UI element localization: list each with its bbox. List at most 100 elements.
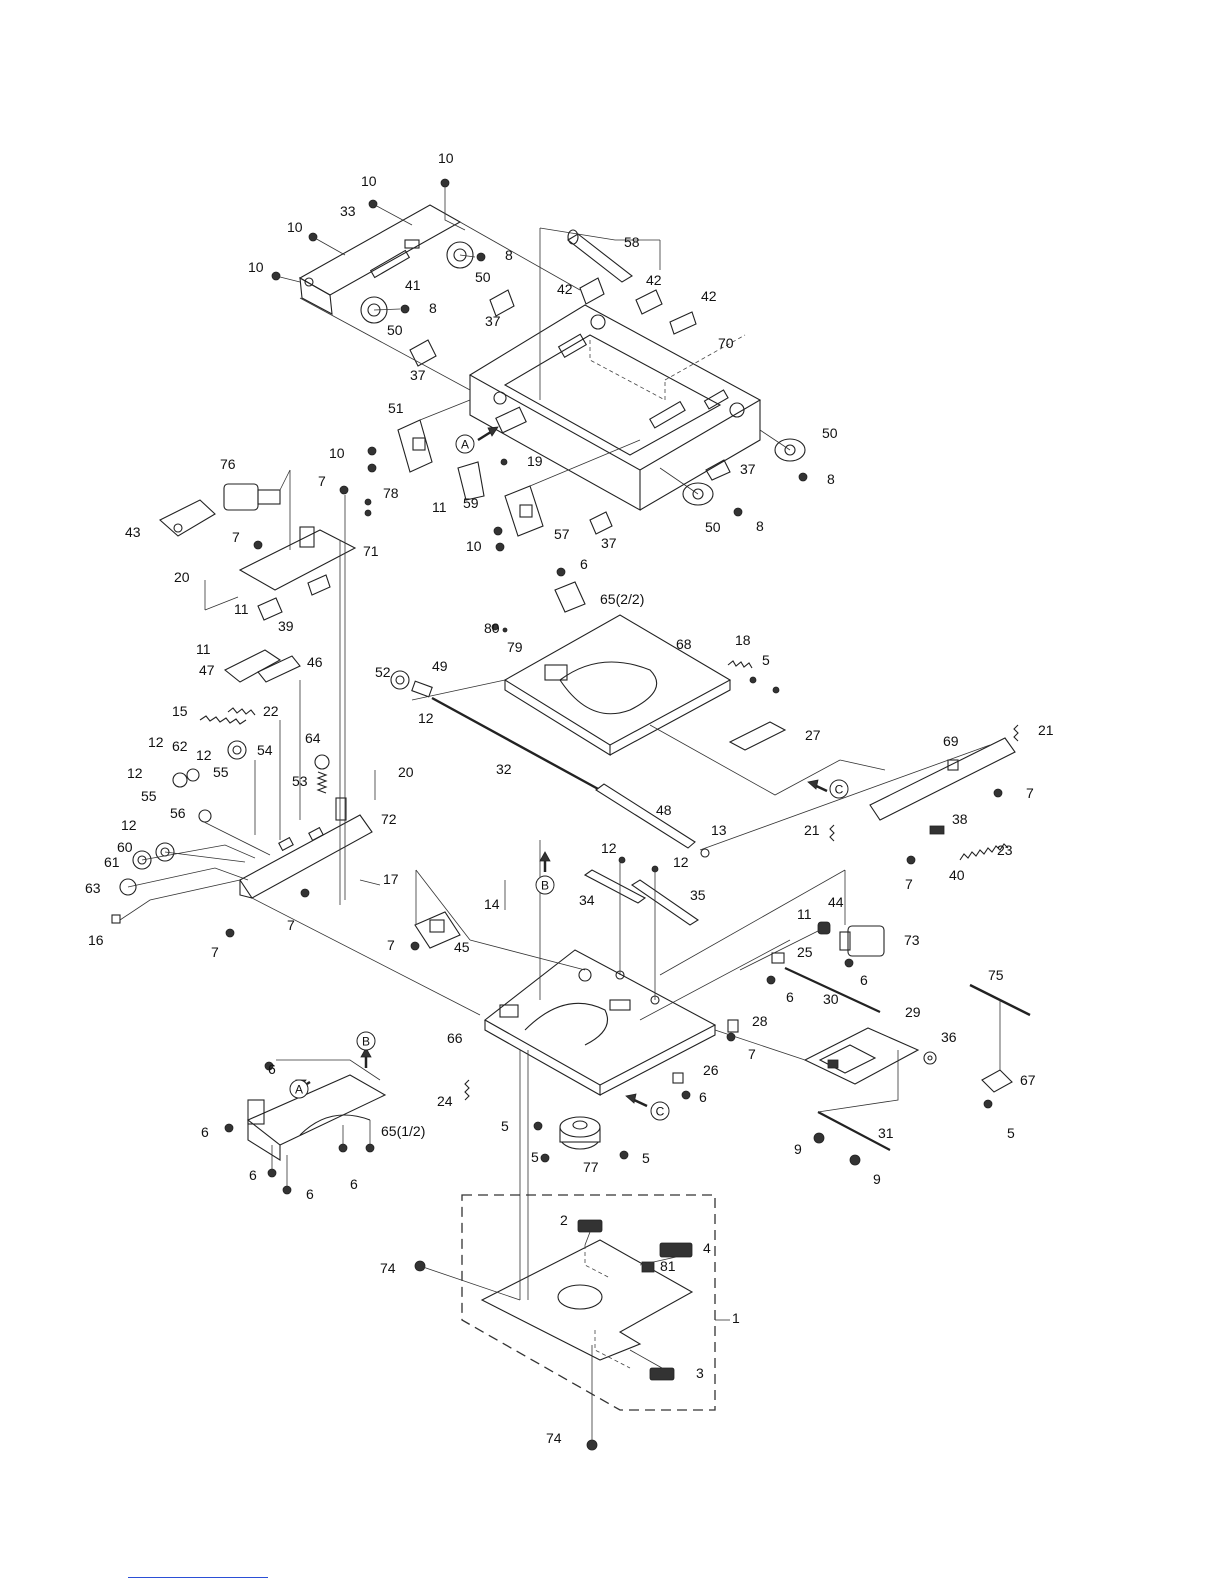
part-callout: 12 [148,734,164,750]
bush-49 [411,680,433,698]
part-callout: 75 [988,967,1004,983]
worm-44 [817,921,831,935]
spring-24 [464,1079,470,1101]
part-callout: 71 [363,543,379,559]
side-plate-72 [239,797,373,899]
part-callout: 12 [127,765,143,781]
part-callout: 8 [756,518,764,534]
part-callout: 6 [306,1186,314,1202]
part-callout: 11 [196,641,211,657]
part-callout: 12 [418,710,434,726]
leader-lines [119,183,1001,1445]
part-callout: 60 [117,839,133,855]
motor-unit-a [495,406,527,434]
part-callout: 31 [878,1125,894,1141]
part-callout: 12 [601,840,617,856]
shaft-31 [817,1111,891,1151]
part-callout: 6 [201,1124,209,1140]
motor-76 [223,483,281,511]
spring-23 [959,843,1009,861]
plate-68 [503,614,732,756]
reference-circle-letter: C [835,783,844,797]
side-panel-33 [298,204,462,315]
part-callout: 7 [211,944,219,960]
part-callout: 11 [234,601,249,617]
part-callout: 11 [797,906,812,922]
part-callout: 35 [690,887,706,903]
reference-circle-outline [455,434,475,454]
part-callout: 37 [740,461,756,477]
gear-52 [390,670,410,690]
part-callout: 37 [410,367,426,383]
part-callout: 8 [827,471,835,487]
part-callout: 7 [748,1046,756,1062]
part-callout: 9 [873,1171,881,1187]
part-callout: 54 [257,742,273,758]
part-callout: 32 [496,761,512,777]
part-callout: 8 [429,300,437,316]
part-callout: 81 [660,1258,676,1274]
part-callout: 6 [580,556,588,572]
part-callout: 15 [172,703,188,719]
part-callout: 6 [786,989,794,1005]
part-callout: 26 [703,1062,719,1078]
part-callout: 48 [656,802,672,818]
part-callout: 7 [232,529,240,545]
part-callout: 10 [329,445,345,461]
plate-35 [630,879,700,926]
footer-link-line [128,1577,268,1578]
bracket-43 [159,499,216,537]
reference-circle-letter: A [295,1083,303,1097]
part-callout: 7 [287,917,295,933]
part-callout: 73 [904,932,920,948]
part-callout: 53 [292,773,308,789]
part-callout: 10 [466,538,482,554]
spring-21-a [1013,724,1019,742]
part-callout: 24 [437,1093,453,1109]
part-callout: 4 [703,1240,711,1256]
part-callout: 52 [375,664,391,680]
connector-4 [659,1242,693,1258]
gear-56 [198,809,212,823]
part-callout: 45 [454,939,470,955]
clip-16 [111,914,121,924]
reference-circle: C [829,779,849,799]
clip-25 [771,952,785,964]
part-callout: 51 [388,400,404,416]
part-callout: 23 [997,842,1013,858]
part-callout: 20 [174,569,190,585]
part-callout: 50 [705,519,721,535]
part-callout: 40 [949,867,965,883]
part-callout: 27 [805,727,821,743]
clip-26 [672,1072,684,1084]
part-callout: 5 [642,1150,650,1166]
motor-73 [839,925,885,957]
spring-15 [199,715,247,725]
part-callout: 65(2/2) [600,591,644,607]
part-callout: 22 [263,703,279,719]
holder-67 [981,1069,1013,1093]
part-callout: 7 [1026,785,1034,801]
part-callout: 9 [794,1141,802,1157]
part-callout: 46 [307,654,323,670]
gear-54 [227,740,247,760]
part-callout: 79 [507,639,523,655]
reference-circle: A [289,1079,309,1099]
reference-circle: A [455,434,475,454]
part-callout: 80 [484,620,500,636]
spring-21-b [829,824,835,842]
reference-circle-letter: A [461,438,469,452]
part-callout: 10 [248,259,264,275]
part-callout: 47 [199,662,215,678]
part-callout: 8 [505,247,513,263]
part-callout: 16 [88,932,104,948]
part-callout: 50 [822,425,838,441]
reference-circle-outline [535,875,555,895]
arm-plate-71 [238,526,357,591]
part-callout: 5 [762,652,770,668]
reference-circle: C [650,1101,670,1121]
shaft-32 [431,696,601,792]
part-callout: 43 [125,524,141,540]
part-callout: 7 [318,473,326,489]
